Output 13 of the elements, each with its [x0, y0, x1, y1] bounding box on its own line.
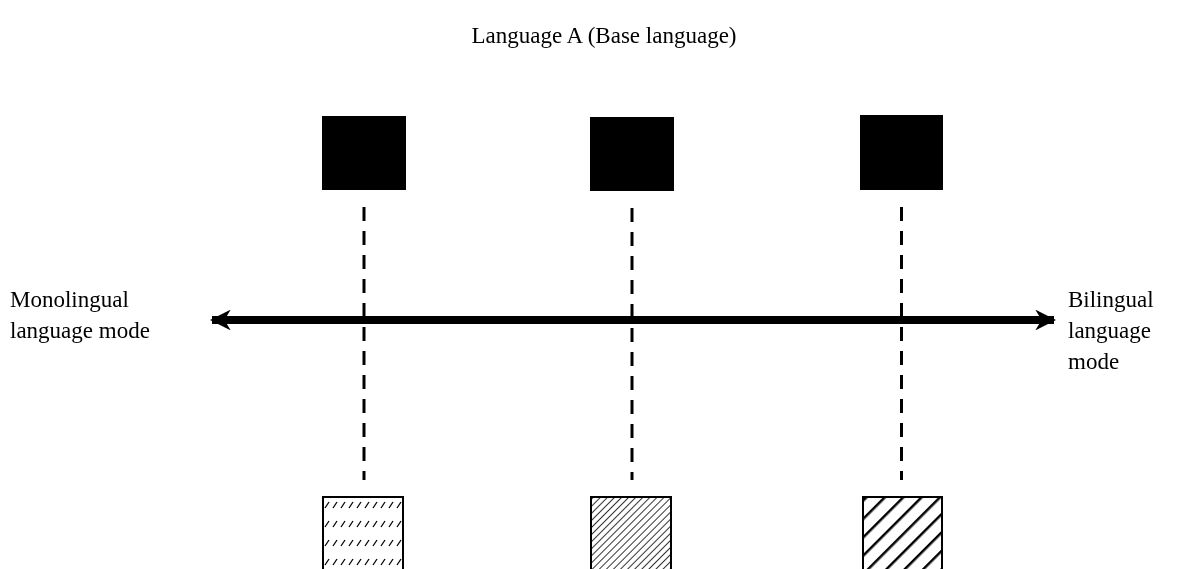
hatched-square [590, 496, 672, 569]
dashed-line [900, 207, 903, 480]
filled-square [860, 115, 943, 190]
hatched-square [862, 496, 943, 569]
filled-square [322, 116, 406, 190]
heading: Language A (Base language) [470, 22, 738, 50]
dashed-line [630, 208, 634, 480]
filled-square [590, 117, 674, 191]
double-arrow [209, 309, 1057, 331]
mode-label: Monolingual language mode [10, 286, 151, 345]
mode-label: Bilingual language mode [1068, 286, 1155, 376]
hatched-square [322, 496, 404, 569]
dashed-line [362, 207, 366, 480]
